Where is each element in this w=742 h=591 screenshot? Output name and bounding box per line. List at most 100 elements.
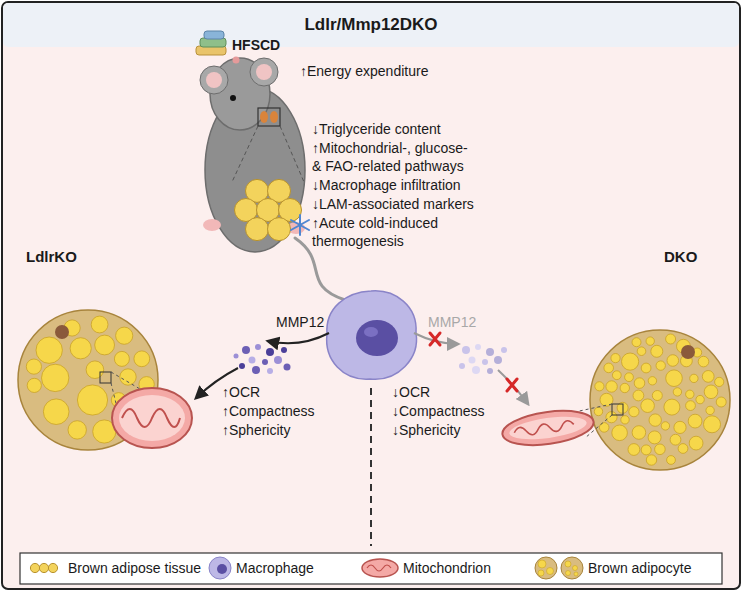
protein-label: MMP12 [428,314,476,332]
lipid-droplet [656,361,665,370]
lipid-droplet [594,407,602,415]
food-pellet [204,31,224,39]
mmp12-molecule [475,344,481,350]
phenotype-text: ↓Compactness [392,403,485,421]
lipid-droplet [641,399,655,413]
lipid-droplet [622,353,639,370]
zoom-box [612,404,623,415]
lipid-droplet [620,383,629,392]
mmp12-molecule [469,357,476,364]
mmp12-molecule [281,347,287,353]
effect-text: ↑Mitochondrial-, glucose- & FAO-related … [312,140,477,175]
bat-cluster [235,179,302,240]
legend-adipocyte-icon [535,557,557,579]
lipid-droplet [704,416,721,433]
snowflake-arm [291,220,309,230]
lipid-droplet [134,351,150,367]
lipid-droplet [704,385,718,399]
mitochondrion-elongated [500,406,596,450]
lipid-droplet [666,334,676,344]
genotype-label: DKO [664,248,697,267]
bat-depot [270,111,278,123]
lipid-droplet [702,371,714,383]
lipid-droplet [646,455,656,465]
legend-bat-icon [30,563,57,572]
effect-text: ↑Acute cold-induced thermogenesis [312,215,477,250]
lipid-droplet [595,382,604,391]
legend-mitochondrion-icon [362,559,398,577]
lipid-droplet [652,391,662,401]
legend-bat-cell [48,563,57,572]
lipid-droplet [116,327,133,344]
lipid-droplet [674,421,686,433]
lipid-droplet [27,378,41,392]
lipid-droplet [637,347,646,356]
legend-bat-cell [39,563,48,572]
lipid-droplet [706,406,714,414]
bat-depot [260,111,268,123]
mouse-ear [200,66,228,94]
protein-label: MMP12 [276,314,324,332]
lipid-droplet [632,338,641,347]
phenotype-text: ↓OCR [392,384,430,402]
lipid-droplet [606,381,617,392]
mitochondrion-outer [500,406,596,450]
mitochondrion-cristae [514,420,575,437]
legend-text: Brown adipose tissue [68,560,201,578]
effect-text: ↑Energy expenditure [300,63,428,81]
effect-text: ↓Triglyceride content [312,121,441,139]
lipid-droplet [698,356,709,367]
phenotype-text: ↑Compactness [222,403,315,421]
mmp12-molecule [249,357,256,364]
lipid-droplet [612,371,621,380]
zoom-line [280,126,304,182]
lipid-droplet [667,456,676,465]
cell-nucleus [681,345,695,359]
diet-label: HFSCD [232,37,280,55]
lipid-droplets [594,334,726,465]
lipid-droplet [664,399,680,415]
phenotype-text: ↑OCR [222,384,260,402]
mmp12-molecule [274,356,282,364]
mitochondrion-cristae [122,409,180,427]
macrophage-nucleus [356,320,398,356]
legend-bat-cell [30,563,39,572]
legend-droplet [573,566,578,571]
mmp12-molecule [239,363,245,369]
mitochondrion-compact [112,388,192,448]
mitochondrion-matrix [508,413,588,444]
lipid-droplet [690,374,698,382]
mouse-ear-inner [256,64,272,80]
lipid-droplet [95,335,115,355]
mouse-ear [250,58,278,86]
effect-text: ↓Macrophage infiltration [312,177,461,195]
lipid-droplet [43,399,69,425]
mmp12-molecule [266,348,274,356]
block-cross [507,379,517,391]
snowflake-icon [291,215,309,235]
zoom-line [232,126,258,182]
lipid-droplet [604,363,614,373]
blocked-arrow [414,333,458,344]
mmp12-molecule [459,363,465,369]
mouse-foot [203,219,221,231]
lipid-droplet [633,390,644,401]
legend-droplets [538,560,578,576]
lipid-droplet [651,345,663,357]
blocked-arrow [498,370,528,404]
mmp12-molecule [242,346,250,354]
lipid-droplet [114,351,129,366]
secretion-arrow [268,333,329,343]
lipid-droplet [667,355,679,367]
phenotype-text: ↑Sphericity [222,422,290,440]
lipid-droplet [625,373,634,382]
legend-droplet [565,561,571,567]
block-cross [430,333,440,345]
lipid-droplet [621,416,629,424]
lipid-droplet [689,436,703,450]
lipid-droplet [661,422,669,430]
bat-cell [246,218,269,241]
zoom-box [258,108,280,126]
